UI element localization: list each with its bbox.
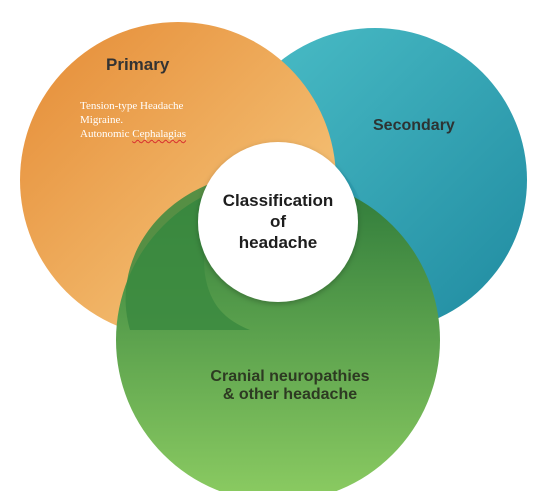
primary-item-autonomic-word: Autonomic	[80, 128, 133, 140]
primary-item-autonomic: Autonomic Cephalagias	[80, 127, 186, 141]
secondary-label: Secondary	[373, 117, 455, 134]
primary-item-tension: Tension-type Headache	[80, 100, 184, 112]
center-title-line3: headache	[238, 233, 318, 252]
center-title-line2: of	[269, 212, 287, 231]
center-title-line1: Classification	[222, 191, 334, 210]
primary-item-cephalagias: Cephalagias	[132, 128, 187, 140]
cranial-swirl	[125, 175, 250, 330]
primary-items: Tension-type Headache Migraine. Autonomi…	[80, 99, 186, 141]
cranial-label: Cranial neuropathies & other headache	[160, 368, 420, 404]
cranial-label-line2: & other headache	[222, 386, 358, 403]
primary-item-migraine: Migraine.	[80, 114, 124, 126]
cranial-label-line1: Cranial neuropathies	[210, 368, 370, 385]
center-title: Classification of headache	[203, 190, 353, 253]
center-circle	[198, 142, 358, 302]
primary-label: Primary	[106, 55, 170, 74]
